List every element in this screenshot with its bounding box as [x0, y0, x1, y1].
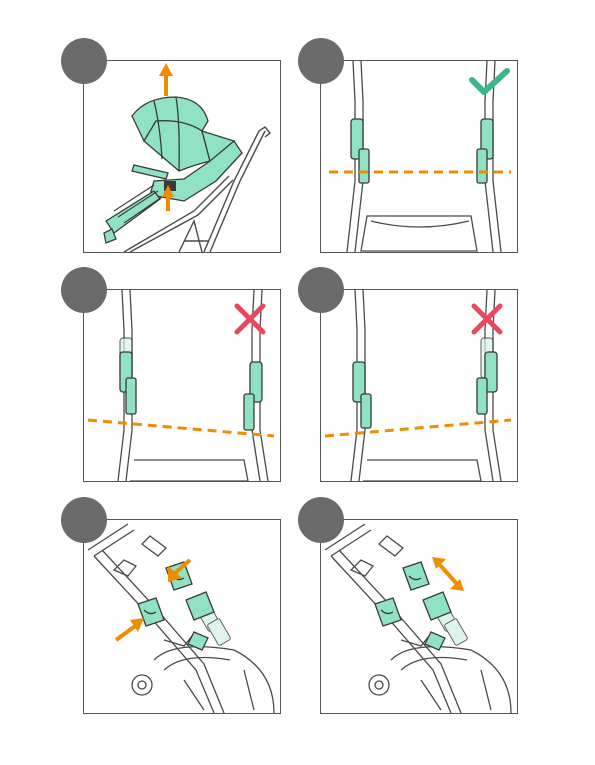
- x-mark-icon: [470, 302, 504, 336]
- arrow-up-icon: [158, 62, 174, 96]
- step-badge: [61, 38, 107, 84]
- step-badge: [298, 38, 344, 84]
- step-badge: [298, 267, 344, 313]
- check-mark-icon: [468, 68, 510, 96]
- press-adapter-illustration: [84, 520, 280, 713]
- double-arrow-icon: [430, 555, 466, 593]
- step-badge: [61, 267, 107, 313]
- stroller-seat-illustration: [84, 61, 280, 252]
- step-1-illustration-frame: [83, 60, 281, 253]
- slide-adapter-illustration: [321, 520, 517, 713]
- x-mark-icon: [233, 302, 267, 336]
- step-5-illustration-frame: [83, 519, 281, 714]
- step-6-illustration-frame: [320, 519, 518, 714]
- step-badge: [298, 497, 344, 543]
- step-badge: [61, 497, 107, 543]
